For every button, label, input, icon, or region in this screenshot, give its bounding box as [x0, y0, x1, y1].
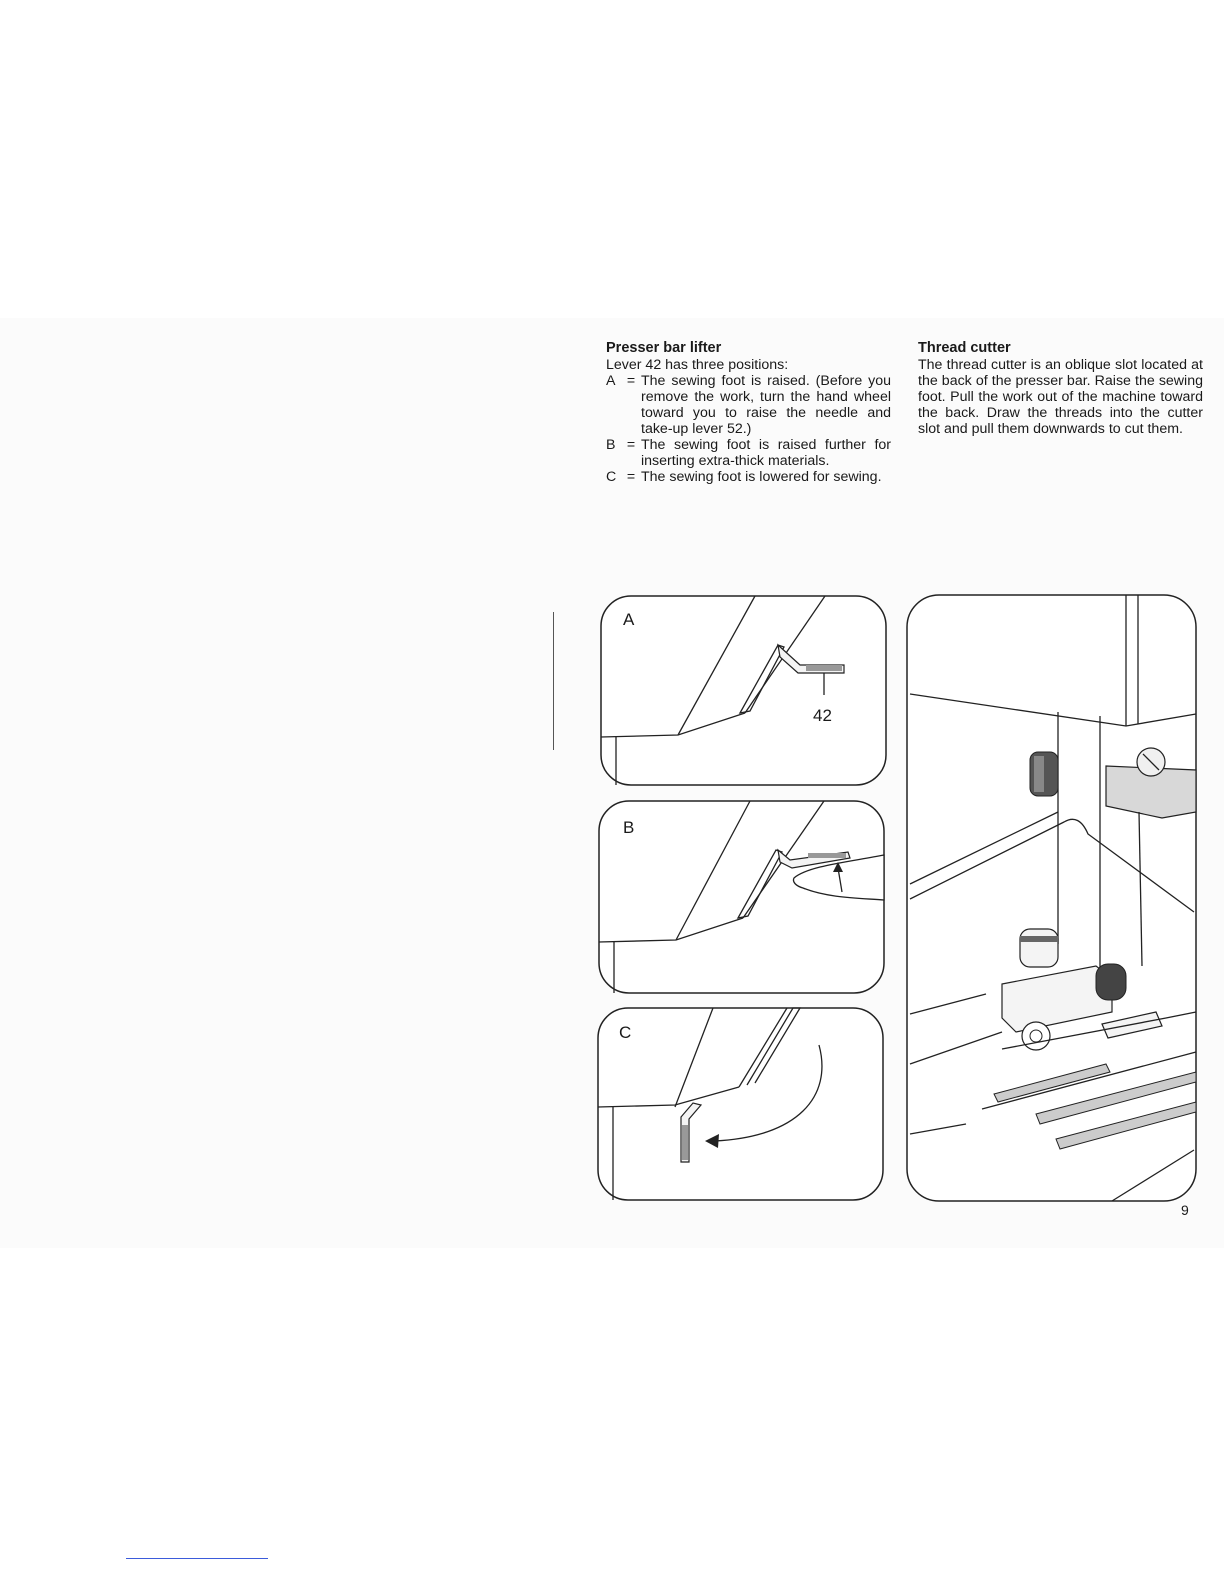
presser-bar-lifter-heading: Presser bar lifter [606, 340, 722, 356]
footer-rule [126, 1558, 268, 1559]
position-equals: = [626, 469, 636, 485]
position-text: The sewing foot is raised further for in… [641, 437, 891, 469]
figure-b-label: B [623, 818, 635, 837]
position-text: The sewing foot is lowered for sewing. [641, 469, 882, 485]
figure-c-lever-lowered: C [597, 1007, 885, 1202]
thread-cutter-text: The thread cutter is an oblique slot loc… [918, 357, 1203, 437]
thread-cutter-section: Thread cutter The thread cutter is an ob… [918, 340, 1203, 437]
thread-cutter-figure [906, 594, 1198, 1204]
figure-b-lever-raised-further: B [598, 800, 886, 995]
position-b-item: B = The sewing foot is raised further fo… [606, 437, 891, 469]
thread-cutter-heading: Thread cutter [918, 340, 1011, 356]
position-key: C [606, 469, 617, 485]
position-a-item: A = The sewing foot is raised. (Before y… [606, 373, 891, 437]
presser-bar-lifter-section: Presser bar lifter Lever 42 has three po… [606, 340, 891, 485]
lever-number-label: 42 [813, 706, 832, 725]
figure-a-label: A [623, 610, 635, 629]
position-c-item: C = The sewing foot is lowered for sewin… [606, 469, 891, 485]
presser-intro: Lever 42 has three positions: [606, 357, 789, 373]
position-key: B [606, 437, 616, 453]
figure-a-lever-raised: A 42 [600, 595, 888, 787]
position-equals: = [626, 437, 636, 453]
left-edge-mark [553, 612, 554, 750]
position-text: The sewing foot is raised. (Before you r… [641, 373, 891, 437]
position-equals: = [626, 373, 636, 389]
page-number: 9 [1181, 1202, 1189, 1218]
figure-c-label: C [619, 1023, 632, 1042]
position-key: A [606, 373, 616, 389]
